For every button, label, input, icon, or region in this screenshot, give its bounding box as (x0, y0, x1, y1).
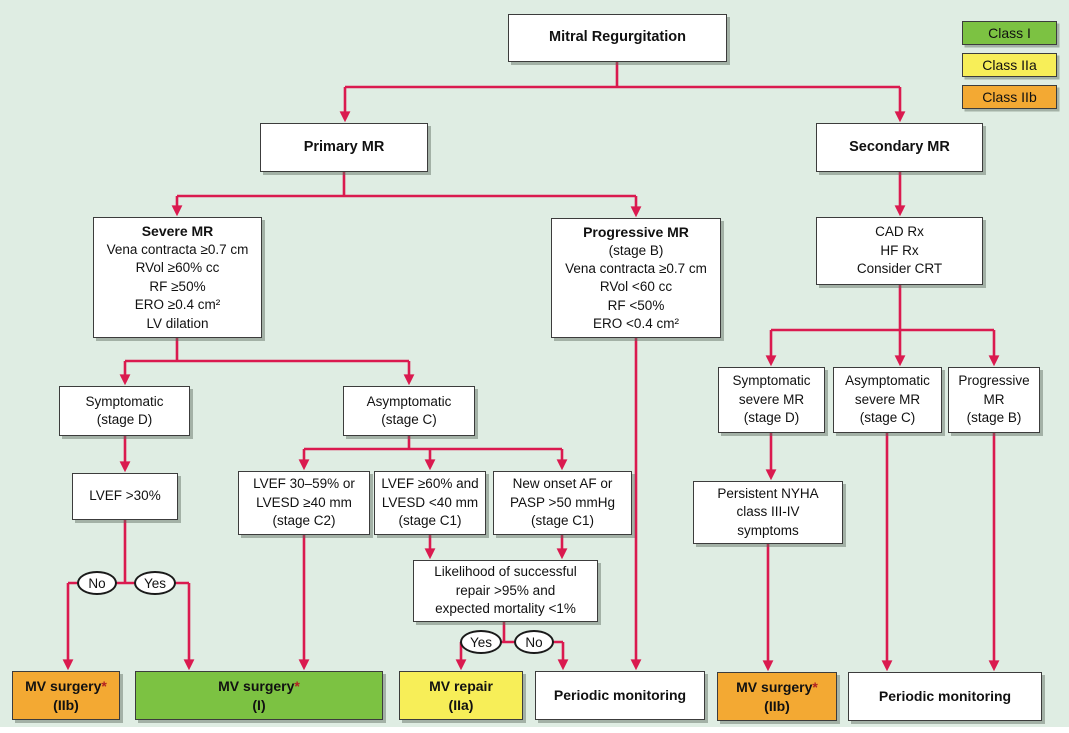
node-text: LVEF 30–59% or LVESD ≥40 mm (stage C2) (253, 476, 355, 529)
node-asymptomatic-severe-mr: Asymptomatic severe MR (stage C) (833, 367, 942, 433)
node-secondary-mr: Secondary MR (816, 123, 983, 172)
node-mitral-regurgitation: Mitral Regurgitation (508, 14, 727, 62)
node-mv-surgery-iib-left: MV surgery* (IIb) (12, 671, 120, 720)
node-periodic-monitoring-right: Periodic monitoring (848, 672, 1042, 721)
node-asymptomatic-stage-c: Asymptomatic (stage C) (343, 386, 475, 436)
node-progressive-mr-stage-b: Progressive MR (stage B) (948, 367, 1040, 433)
node-class: (IIb) (764, 697, 790, 714)
yes-label: Yes (143, 575, 167, 591)
node-text: Persistent NYHA class III-IV symptoms (717, 485, 819, 538)
node-text: LVEF >30% (89, 488, 161, 504)
footnote-asterisk: * (294, 678, 300, 695)
node-mv-repair-iia: MV repair (IIa) (399, 671, 523, 720)
node-label: Periodic monitoring (878, 688, 1012, 705)
decision-yes-repair: Yes (460, 630, 502, 654)
legend-class-iib-label: Class IIb (982, 89, 1037, 105)
footnote-asterisk: * (812, 679, 818, 696)
node-stage-c1-echo: LVEF ≥60% and LVESD <40 mm (stage C1) (374, 471, 486, 535)
node-title: Primary MR (303, 138, 385, 155)
node-primary-mr: Primary MR (260, 123, 428, 172)
node-title: Severe MR (141, 223, 214, 240)
node-symptomatic-stage-d: Symptomatic (stage D) (59, 386, 190, 436)
node-criteria: Vena contracta ≥0.7 cm RVol ≥60% cc RF ≥… (106, 242, 249, 331)
node-symptomatic-severe-mr: Symptomatic severe MR (stage D) (718, 367, 825, 433)
node-lvef-gt-30: LVEF >30% (72, 473, 178, 520)
node-class: (IIb) (53, 696, 79, 713)
node-text: Progressive MR (stage B) (958, 373, 1030, 426)
node-severe-mr: Severe MR Vena contracta ≥0.7 cm RVol ≥6… (93, 217, 262, 338)
node-label: MV surgery (218, 678, 295, 695)
yes-label: Yes (469, 634, 493, 650)
node-stage-c2: LVEF 30–59% or LVESD ≥40 mm (stage C2) (238, 471, 370, 535)
node-mv-surgery-i: MV surgery* (I) (135, 671, 383, 720)
node-progressive-mr: Progressive MR (stage B) Vena contracta … (551, 218, 721, 338)
node-mv-surgery-iib-right: MV surgery* (IIb) (717, 672, 837, 721)
node-label: MV surgery (25, 678, 102, 695)
node-likelihood-repair: Likelihood of successful repair >95% and… (413, 560, 598, 622)
node-cad-rx: CAD Rx HF Rx Consider CRT (816, 217, 983, 285)
legend-class-iib: Class IIb (962, 85, 1057, 109)
node-title: Secondary MR (849, 138, 950, 155)
decision-no-lvef: No (77, 571, 117, 595)
legend-class-i: Class I (962, 21, 1057, 45)
node-stage-c1-af: New onset AF or PASP >50 mmHg (stage C1) (493, 471, 632, 535)
decision-yes-lvef: Yes (134, 571, 176, 595)
node-text: CAD Rx HF Rx Consider CRT (856, 224, 943, 277)
no-label: No (525, 634, 543, 650)
legend-class-iia: Class IIa (962, 53, 1057, 77)
legend-class-iia-label: Class IIa (982, 57, 1037, 73)
node-text: New onset AF or PASP >50 mmHg (stage C1) (510, 476, 615, 529)
node-text: Likelihood of successful repair >95% and… (434, 564, 577, 617)
decision-no-repair: No (514, 630, 554, 654)
node-persistent-nyha: Persistent NYHA class III-IV symptoms (693, 481, 843, 544)
node-periodic-monitoring-left: Periodic monitoring (535, 671, 705, 720)
node-label: MV repair (429, 678, 493, 695)
node-label: MV surgery (736, 679, 813, 696)
node-title: Mitral Regurgitation (549, 29, 686, 46)
node-class: (I) (252, 696, 266, 713)
node-title: Progressive MR (583, 223, 689, 240)
footnote-asterisk: * (101, 678, 107, 695)
node-text: Asymptomatic (stage C) (366, 393, 452, 427)
node-class: (IIa) (448, 696, 474, 713)
node-label: Periodic monitoring (553, 687, 687, 704)
node-text: Symptomatic severe MR (stage D) (732, 373, 811, 426)
no-label: No (88, 575, 106, 591)
legend-class-i-label: Class I (988, 25, 1031, 41)
node-text: LVEF ≥60% and LVESD <40 mm (stage C1) (381, 476, 479, 529)
node-text: Symptomatic (stage D) (85, 393, 164, 427)
node-criteria: (stage B) Vena contracta ≥0.7 cm RVol <6… (565, 242, 707, 332)
node-text: Asymptomatic severe MR (stage C) (845, 373, 930, 426)
